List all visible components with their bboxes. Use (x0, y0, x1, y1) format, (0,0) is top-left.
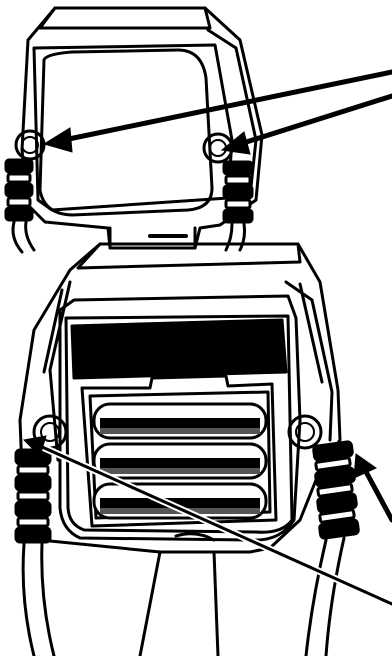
bottom-right-wire (306, 540, 326, 656)
battery-1 (94, 404, 266, 438)
bottom-right-screw-lug (289, 416, 321, 448)
top-right-cable-gland (224, 162, 252, 250)
top-left-cable-gland (6, 160, 34, 252)
top-left-wire (13, 222, 22, 252)
bottom-right-cable-gland (306, 441, 359, 656)
battery-2 (94, 444, 266, 478)
bottom-right-screw (289, 416, 321, 448)
top-left-screw-lug (16, 131, 44, 159)
top-left-screw (16, 131, 44, 159)
bottom-stand-left (140, 552, 160, 656)
top-right-screw-hole (210, 140, 226, 156)
battery-3 (94, 484, 266, 518)
top-right-wire (226, 224, 232, 250)
bottom-left-cable-gland (16, 450, 54, 656)
bottom-stand-right (214, 552, 218, 656)
top-housing-bevel (40, 8, 210, 28)
battery-cavity-dark (72, 320, 286, 378)
bottom-left-wire (23, 544, 34, 656)
arrow-to-bottom-right-gland (354, 454, 392, 520)
